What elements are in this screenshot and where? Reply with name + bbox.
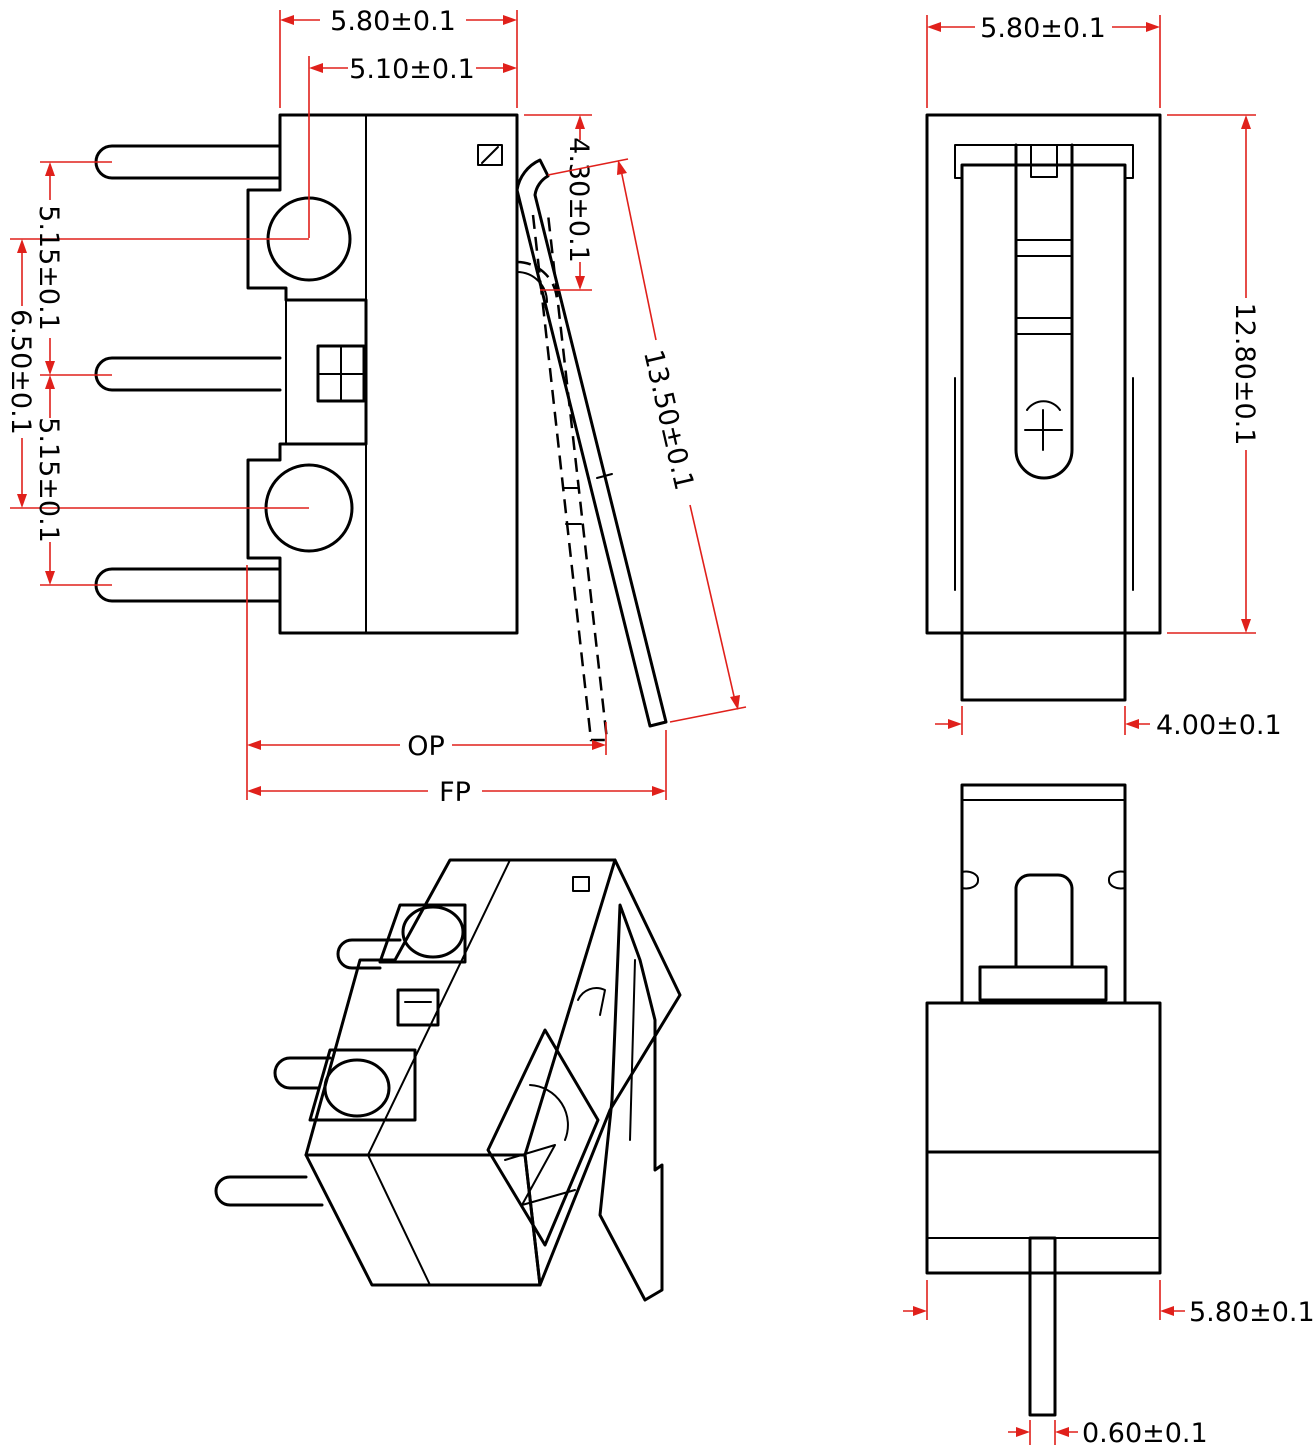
bottom-view: 5.80±0.1 0.60±0.1: [903, 783, 1315, 1449]
side-view: 5.80±0.1 5.10±0.1 4.30±0.1 13.50±0.1: [5, 6, 747, 808]
iso-pin-bottom: [214, 1175, 324, 1207]
fp-label: FP: [439, 777, 471, 808]
bottom-plunger: [1014, 873, 1074, 969]
bottom-dimensions: 5.80±0.1 0.60±0.1: [903, 1280, 1315, 1449]
isometric-view: [214, 858, 682, 1302]
front-dimensions: 5.80±0.1 12.80±0.1 4.00±0.1: [926, 13, 1282, 741]
front-h-mark: [1024, 400, 1063, 451]
side-lever: [515, 158, 668, 728]
side-width-label: 5.80±0.1: [330, 6, 456, 37]
bottom-notch-left: [961, 870, 979, 890]
side-top-pitch-label: 5.15±0.1: [33, 205, 64, 331]
iso-window: [396, 988, 440, 1027]
front-slot-tab: [1030, 144, 1058, 178]
side-mark-slash: [481, 146, 499, 164]
iso-ear-top: [378, 903, 467, 964]
side-lever-op: [531, 213, 609, 742]
iso-plunger: [577, 987, 606, 1016]
front-slot: [1014, 143, 1074, 480]
side-body-outline: [246, 113, 519, 635]
side-pivot-height-label: 4.30±0.1: [563, 137, 594, 263]
bottom-notch-right: [1108, 870, 1126, 890]
side-bottom-pitch-label: 5.15±0.1: [33, 417, 64, 543]
front-actuator-top: [954, 144, 1134, 179]
side-hole-pitch-label: 6.50±0.1: [5, 309, 36, 435]
side-dimensions: 5.80±0.1 5.10±0.1 4.30±0.1 13.50±0.1: [5, 6, 747, 808]
side-pin-top: [94, 144, 282, 180]
iso-hole-bottom: [323, 1058, 391, 1118]
iso-logo-frame: [486, 1028, 600, 1247]
bottom-width-label: 5.80±0.1: [1189, 1297, 1315, 1328]
iso-pin-top: [336, 938, 402, 970]
iso-lever-line-2: [629, 959, 636, 1141]
bottom-pin: [1028, 1236, 1057, 1417]
side-lever-length-label: 13.50±0.1: [637, 347, 699, 493]
iso-logo: [504, 1084, 576, 1206]
iso-lever-line-1: [611, 904, 621, 1101]
bottom-actuator: [960, 783, 1127, 1005]
iso-front-split: [367, 1154, 431, 1286]
front-actuator-width-label: 4.00±0.1: [1156, 710, 1282, 741]
bottom-plunger-base: [978, 965, 1108, 1002]
front-width-label: 5.80±0.1: [980, 13, 1106, 44]
iso-ear-bottom: [308, 1048, 417, 1122]
side-pin-middle: [94, 356, 282, 392]
front-height-label: 12.80±0.1: [1229, 303, 1260, 446]
front-body: [925, 113, 1162, 635]
bottom-body: [925, 1001, 1162, 1275]
side-mark: [477, 144, 503, 166]
iso-mark: [572, 876, 590, 892]
side-lever-notch: [596, 473, 613, 479]
front-view: 5.80±0.1 12.80±0.1 4.00±0.1: [925, 13, 1282, 741]
iso-pin-middle: [273, 1056, 332, 1090]
iso-front-face: [304, 1153, 542, 1287]
pin-thickness-label: 0.60±0.1: [1082, 1418, 1208, 1449]
side-hole-offset-label: 5.10±0.1: [349, 54, 475, 85]
op-label: OP: [407, 731, 445, 762]
iso-hole-top: [401, 905, 465, 959]
side-pin-bottom: [94, 567, 282, 603]
